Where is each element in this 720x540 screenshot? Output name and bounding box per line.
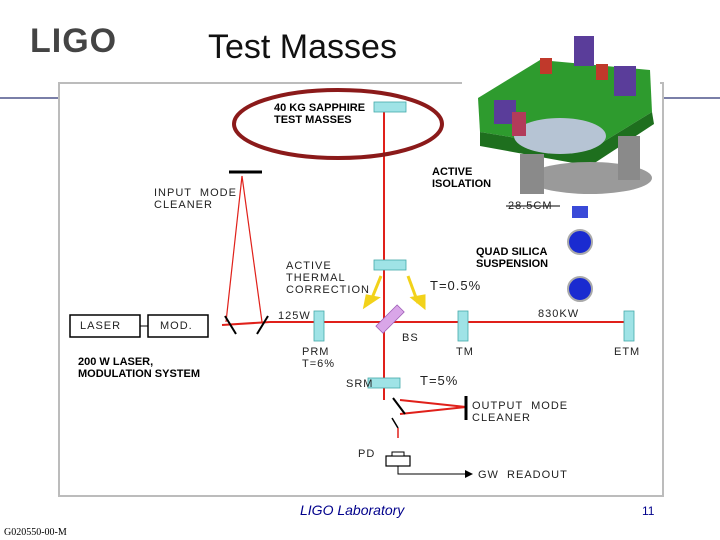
beam-omc-1: [399, 399, 467, 408]
input-mode-cleaner-beams: [225, 175, 263, 323]
label-srm: SRM: [346, 378, 374, 390]
label-output-mode-cleaner: OUTPUT MODE CLEANER: [472, 400, 569, 424]
rule-line-left: [0, 97, 60, 99]
label-sapphire-test-masses: 40 KG SAPPHIRE TEST MASSES: [274, 102, 366, 126]
omc-mirror-left: [392, 397, 406, 415]
test-mass-highlight-ellipse: [232, 88, 444, 160]
actuator-red-1: [512, 112, 526, 136]
platform-edge: [480, 112, 654, 166]
document-id: G020550-00-M: [4, 527, 67, 538]
isolation-platform-illustration: [462, 18, 660, 198]
imc-mirror-right: [256, 315, 269, 335]
suspension-top: [572, 206, 588, 218]
readout-arrow-icon: [465, 470, 473, 478]
label-tm: TM: [456, 346, 474, 358]
srm-optic: [367, 377, 401, 389]
label-quad-silica-suspension: QUAD SILICA SUSPENSION: [476, 246, 549, 270]
imc-beam-b: [241, 175, 263, 323]
label-active-thermal-correction: ACTIVE THERMAL CORRECTION: [286, 260, 370, 296]
actuator-red-2: [540, 58, 552, 74]
platform-leg-right: [618, 136, 640, 180]
label-200w-laser-system: 200 W LASER, MODULATION SYSTEM: [78, 356, 201, 380]
label-mod: MOD.: [160, 320, 193, 332]
footer-lab-name: LIGO Laboratory: [300, 502, 405, 518]
label-etm: ETM: [614, 346, 641, 358]
omc-pickoff: [391, 417, 399, 429]
imc-mirror-left: [224, 315, 237, 335]
slide-title: Test Masses: [208, 28, 397, 66]
label-prm: PRM T=6%: [302, 346, 336, 370]
platform-leg-left: [520, 154, 544, 194]
suspension-mass-upper: [567, 229, 593, 255]
suspension-mass-lower: [567, 276, 593, 302]
test-mass-inner-y: [373, 259, 407, 271]
tm-optic: [457, 310, 469, 342]
label-active-isolation: ACTIVE ISOLATION: [432, 166, 492, 190]
actuator-red-3: [596, 64, 608, 80]
page-number: 11: [642, 504, 655, 518]
thermal-correction-arrows: [362, 275, 426, 311]
label-gw-readout: GW READOUT: [478, 469, 568, 481]
label-bs: BS: [402, 332, 419, 344]
label-t-half-percent: T=0.5%: [430, 278, 482, 293]
photodetector-head: [391, 451, 405, 457]
label-laser: LASER: [80, 320, 122, 332]
thermal-arrow-left-head: [362, 294, 381, 310]
imc-beam-a: [225, 175, 243, 323]
beam-splitter: [375, 304, 405, 334]
label-t-five-percent: T=5%: [420, 373, 459, 388]
actuator-block-3: [614, 66, 636, 96]
actuator-block-1: [494, 100, 516, 124]
etm-optic: [623, 310, 635, 342]
beam-omc-2: [399, 406, 467, 415]
ligo-logo: LIGO: [30, 22, 118, 60]
pd-readout-line: [397, 466, 465, 475]
laser-beams: [221, 112, 632, 415]
label-830kw: 830KW: [538, 308, 580, 320]
photodetector: [385, 455, 411, 467]
platform-center-disk: [514, 118, 606, 154]
prm-optic: [313, 310, 325, 342]
label-125w: 125W: [278, 310, 311, 322]
label-pd: PD: [358, 448, 376, 460]
test-mass-top: [373, 101, 407, 113]
thermal-arrow-right-head: [409, 294, 426, 311]
label-input-mode-cleaner: INPUT MODE CLEANER: [154, 187, 237, 211]
label-dimension: 28.5CM: [508, 200, 553, 212]
actuator-block-2: [574, 36, 594, 66]
